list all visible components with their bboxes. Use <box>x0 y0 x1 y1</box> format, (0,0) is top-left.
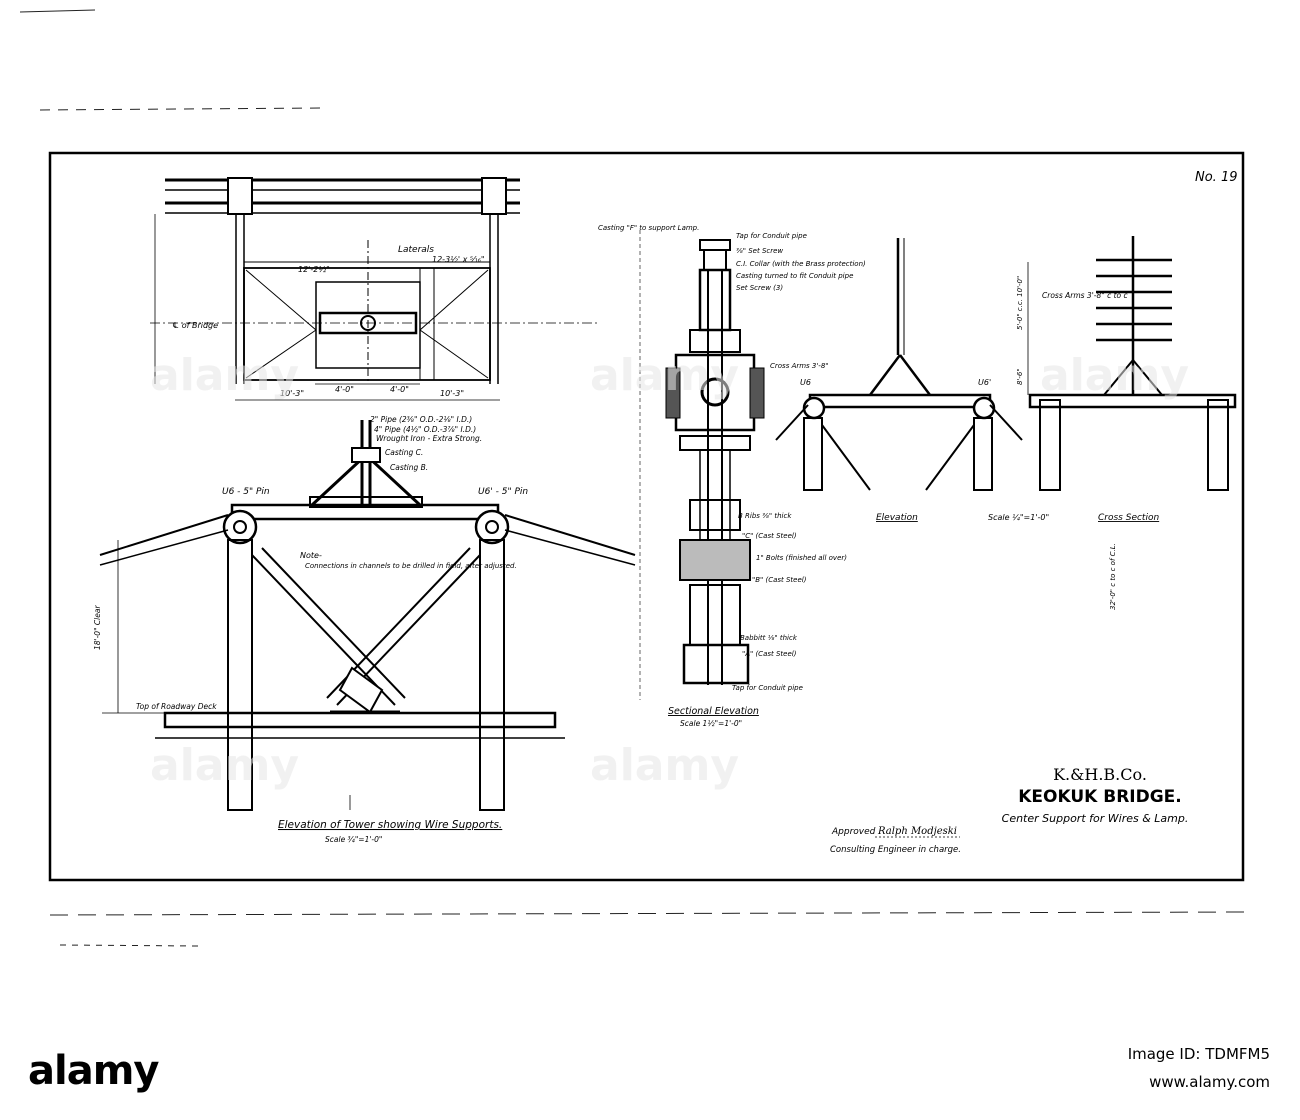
sec-label-5: Set Screw (3) <box>736 284 783 292</box>
plan-dim-1: 4'-0" <box>335 385 354 394</box>
elevation-view <box>775 238 1023 491</box>
cross-dim-top: 5'-0" c.c. 10'-0" <box>1016 276 1024 330</box>
plan-laterals-label: Laterals <box>398 245 434 255</box>
tower-pipe2: 4" Pipe (4½" O.D.-3⅞" I.D.) <box>374 425 476 434</box>
watermark: alamy <box>150 740 299 791</box>
sectional-caption: Sectional Elevation <box>668 706 759 717</box>
tower-pin-right: U6' - 5" Pin <box>478 487 528 497</box>
sheet-number: No. 19 <box>1195 170 1238 185</box>
title-subtitle: Center Support for Wires & Lamp. <box>1002 812 1189 825</box>
sec-label-13: Tap for Conduit pipe <box>732 684 803 692</box>
sec-label-0: Casting "F" to support Lamp. <box>598 224 699 232</box>
sec-label-2: ⅜" Set Screw <box>736 247 783 255</box>
sec-label-4: Casting turned to fit Conduit pipe <box>736 272 853 280</box>
plan-lateral-size: 12-3½' x ⁵⁄₁₆" <box>432 255 485 264</box>
sectional-elevation <box>639 230 765 700</box>
tower-casting-b: Casting B. <box>390 463 428 472</box>
elev-left-pt: U6 <box>800 378 811 387</box>
plan-view <box>150 177 600 401</box>
paper-edge-marks <box>19 9 1251 947</box>
title-bridge: KEOKUK BRIDGE. <box>1018 787 1182 807</box>
plan-dim-0: 10'-3" <box>280 389 304 398</box>
watermark: alamy <box>150 350 299 401</box>
stock-meta: Image ID: TDMFM5 www.alamy.com <box>1128 1040 1270 1096</box>
tower-elevation <box>99 420 636 811</box>
tower-note-title: Note- <box>300 551 322 560</box>
tower-casting-c: Casting C. <box>385 448 423 457</box>
sec-label-3: C.I. Collar (with the Brass protection) <box>736 260 866 268</box>
tower-clear: 18'-0" Clear <box>93 605 102 650</box>
cross-section <box>1027 236 1237 491</box>
stock-logo: alamy <box>28 1048 159 1094</box>
sec-label-7: B Ribs ⅜" thick <box>738 512 792 520</box>
watermark: alamy <box>590 740 739 791</box>
cross-caption: Cross Section <box>1098 513 1159 523</box>
tower-scale: Scale ¾"=1'-0" <box>325 835 382 844</box>
sectional-scale: Scale 1½"=1'-0" <box>680 719 742 728</box>
sec-label-8: "C" (Cast Steel) <box>742 532 797 540</box>
sec-label-9: 1" Bolts (finished all over) <box>756 554 847 562</box>
signature: Ralph Modjeski <box>877 826 957 837</box>
tower-caption: Elevation of Tower showing Wire Supports… <box>278 819 502 831</box>
stock-site: www.alamy.com <box>1149 1073 1270 1091</box>
cross-arms: Cross Arms 3'-8" c to c <box>1042 291 1128 300</box>
elevation-scale: Scale ¼"=1'-0" <box>988 513 1049 522</box>
sheet-border <box>48 151 1245 882</box>
tower-pin-left: U6 - 5" Pin <box>222 487 270 497</box>
sec-label-6: Cross Arms 3'-8" <box>770 362 829 370</box>
watermark: alamy <box>590 350 739 401</box>
stock-footer: alamy Image ID: TDMFM5 www.alamy.com <box>0 1020 1300 1120</box>
cross-vertical: 32'-0" c to c of C.L. <box>1109 543 1117 610</box>
consulting-engineer: Consulting Engineer in charge. <box>830 845 961 855</box>
sec-label-11: Babbitt ⅛" thick <box>740 634 798 642</box>
sec-label-10: "B" (Cast Steel) <box>752 576 807 584</box>
tower-roadway: Top of Roadway Deck <box>136 702 217 711</box>
plan-center-of-bridge: ℄ of Bridge <box>172 321 218 330</box>
sec-label-1: Tap for Conduit pipe <box>736 232 807 240</box>
cross-dim-bottom: 8'-6" <box>1016 368 1024 385</box>
plan-left-dim: 12'-2½" <box>298 265 330 274</box>
tower-pipe1: 2" Pipe (2⅜" O.D.-2⅛" I.D.) <box>370 415 472 424</box>
tower-note-body: Connections in channels to be drilled in… <box>305 562 517 570</box>
paper <box>0 0 1300 1020</box>
tower-pipe-note: Wrought Iron - Extra Strong. <box>376 434 482 443</box>
sectional-labels: Casting "F" to support Lamp. Tap for Con… <box>598 224 866 692</box>
approved-label: Approved <box>831 827 876 837</box>
plan-dim-3: 10'-3" <box>440 389 464 398</box>
watermark: alamy <box>1040 350 1189 401</box>
title-company: K.&H.B.Co. <box>1053 765 1147 784</box>
plan-dim-2: 4'-0" <box>390 385 409 394</box>
elev-right-pt: U6' <box>978 378 991 387</box>
elevation-caption: Elevation <box>876 513 918 523</box>
sec-label-12: "A" (Cast Steel) <box>742 650 797 658</box>
stock-image-id: Image ID: TDMFM5 <box>1127 1045 1270 1063</box>
